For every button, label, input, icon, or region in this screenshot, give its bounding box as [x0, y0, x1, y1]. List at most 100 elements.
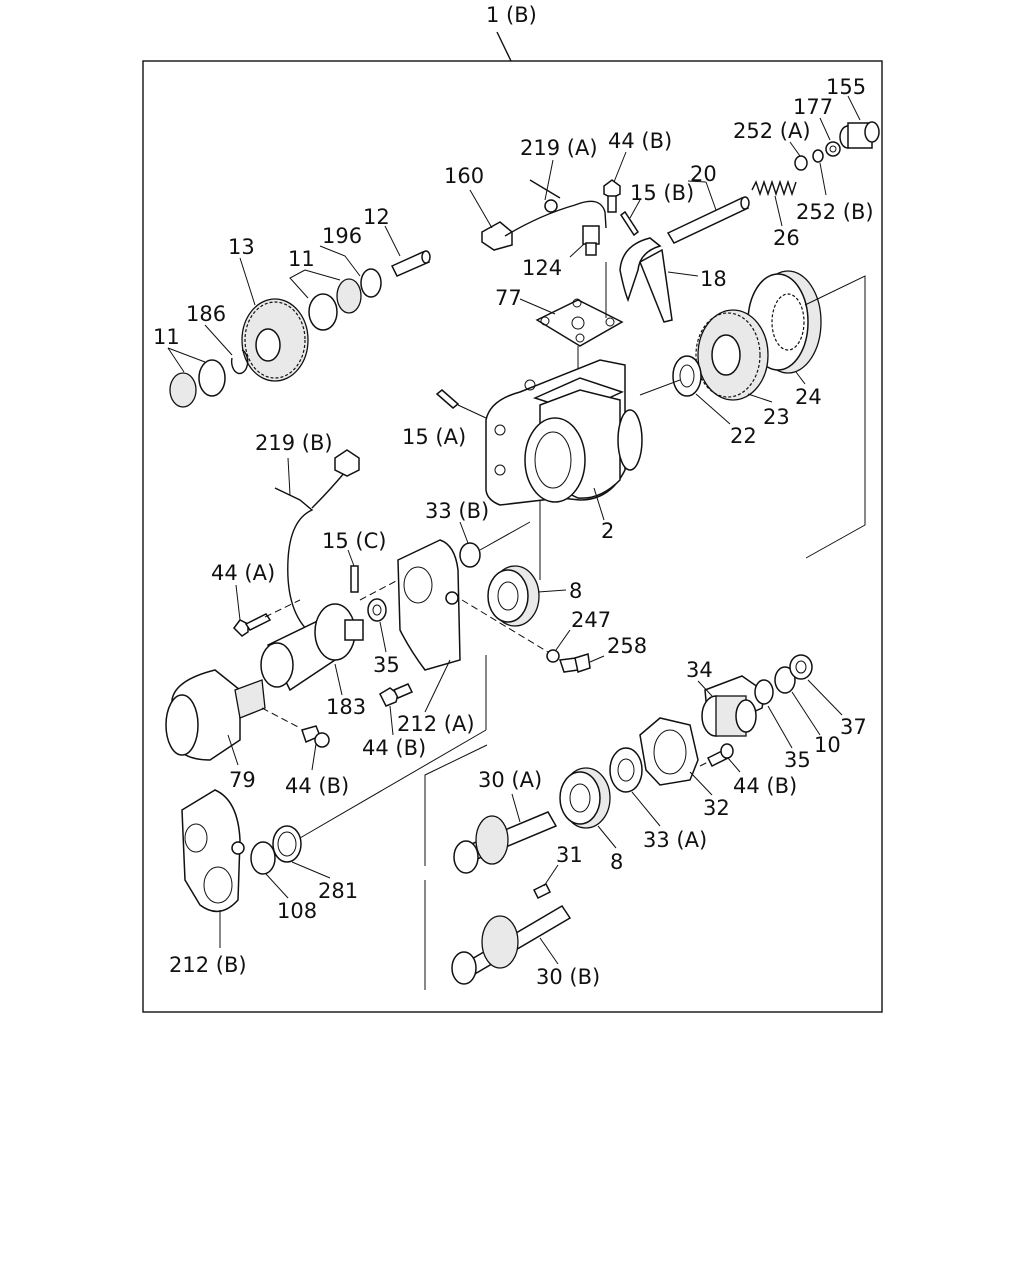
part-79-cover: [165, 669, 266, 761]
callout-212a: 212 (A): [397, 712, 475, 736]
callout-247: 247: [571, 608, 611, 632]
leader-35-left: [379, 621, 387, 653]
part-212a-bracket: [397, 539, 461, 671]
leader-186: [204, 324, 233, 356]
leader-34: [697, 680, 713, 697]
leader-26: [774, 195, 783, 227]
leader-31: [543, 864, 559, 887]
callout-30b: 30 (B): [536, 965, 600, 989]
axis-line-h: [261, 707, 301, 729]
leader-252a: [789, 141, 801, 157]
part-2-housing: [485, 359, 643, 506]
leader-24: [795, 371, 806, 385]
leader-177: [819, 117, 831, 141]
callout-177: 177: [793, 95, 833, 119]
callout-11-left: 11: [153, 325, 180, 349]
part-37-nut: [789, 654, 813, 680]
leader-20b: [705, 181, 717, 211]
leader-18: [667, 271, 699, 277]
part-258-bolt: [558, 653, 591, 673]
leader-11-top: [289, 269, 309, 299]
callout-15a: 15 (A): [402, 425, 466, 449]
leader-30b: [539, 937, 559, 965]
part-26-spring: [751, 179, 797, 197]
leader-219a: [544, 159, 554, 201]
leader-15b: [629, 199, 641, 219]
part-15b-pin: [619, 210, 640, 237]
part-33a-seal: [609, 747, 643, 793]
callout-33b: 33 (B): [425, 499, 489, 523]
part-77-cover: [535, 298, 624, 347]
part-31-key: [532, 882, 552, 900]
part-30b-shaft: [451, 904, 572, 985]
leader-44b-right: [727, 757, 741, 773]
leader-247: [555, 629, 571, 651]
assembly-line-right-bracket: [804, 275, 866, 559]
leader-11-left: [167, 347, 185, 373]
part-155-cap: [839, 121, 880, 149]
callout-155: 155: [826, 75, 866, 99]
callout-37: 37: [840, 715, 867, 739]
part-23-gear: [695, 309, 769, 401]
part-13-gear: [241, 298, 309, 382]
part-33b-seal: [459, 542, 481, 568]
part-177-nut: [825, 141, 841, 157]
callout-196: 196: [322, 224, 362, 248]
part-12-shaft: [390, 250, 431, 277]
leader-23: [747, 393, 773, 403]
title-leader: [496, 31, 512, 62]
leader-22: [695, 393, 731, 425]
callout-124: 124: [522, 256, 562, 280]
callout-18: 18: [700, 267, 727, 291]
part-44b-bolt-mid: [379, 683, 414, 707]
part-34-housing-cap: [701, 675, 766, 737]
leader-196: [319, 245, 361, 277]
part-8-bearing-mid: [487, 565, 540, 627]
callout-8-low: 8: [610, 850, 623, 874]
callout-183: 183: [326, 695, 366, 719]
part-212b-bracket: [181, 789, 245, 913]
callout-22: 22: [730, 424, 757, 448]
assembly-title: 1 (B): [486, 3, 537, 27]
leader-37: [807, 679, 843, 716]
part-44a-bolt: [233, 613, 272, 637]
callout-8-mid: 8: [569, 579, 582, 603]
leader-44b-top: [613, 151, 627, 183]
part-15c-pin: [350, 565, 359, 593]
callout-10: 10: [814, 733, 841, 757]
part-11-bearing-left: [169, 359, 226, 408]
callout-20: 20: [690, 162, 717, 186]
callout-35-left: 35: [373, 653, 400, 677]
callout-24: 24: [795, 385, 822, 409]
part-186-snap-ring: [230, 349, 249, 375]
leader-44b-low: [311, 743, 317, 771]
axis-line-b: [299, 729, 487, 839]
part-35-washer-right: [754, 679, 774, 705]
axis-line-i: [264, 599, 301, 618]
leader-108: [265, 873, 289, 899]
leader-124: [569, 243, 585, 258]
part-183-actuator: [260, 603, 364, 692]
callout-258: 258: [607, 634, 647, 658]
callout-35-right: 35: [784, 748, 811, 772]
leader-30a: [511, 793, 521, 823]
part-219a-harness: [504, 179, 607, 237]
leader-212a: [424, 659, 451, 713]
callout-186: 186: [186, 302, 226, 326]
callout-212b: 212 (B): [169, 953, 247, 977]
callout-31: 31: [556, 843, 583, 867]
callout-219b: 219 (B): [255, 431, 333, 455]
leader-33a: [631, 791, 661, 827]
callout-44b-low: 44 (B): [285, 774, 349, 798]
leader-11-left-b: [167, 347, 206, 363]
callout-32: 32: [703, 796, 730, 820]
part-22-thrust-washer: [672, 355, 702, 397]
part-30a-shaft: [453, 811, 558, 874]
callout-160: 160: [444, 164, 484, 188]
part-10-ring: [774, 666, 796, 694]
leader-252b: [819, 162, 827, 196]
callout-34: 34: [686, 658, 713, 682]
leader-44a: [235, 584, 241, 621]
part-160-connector: [481, 221, 513, 251]
callout-30a: 30 (A): [478, 768, 542, 792]
